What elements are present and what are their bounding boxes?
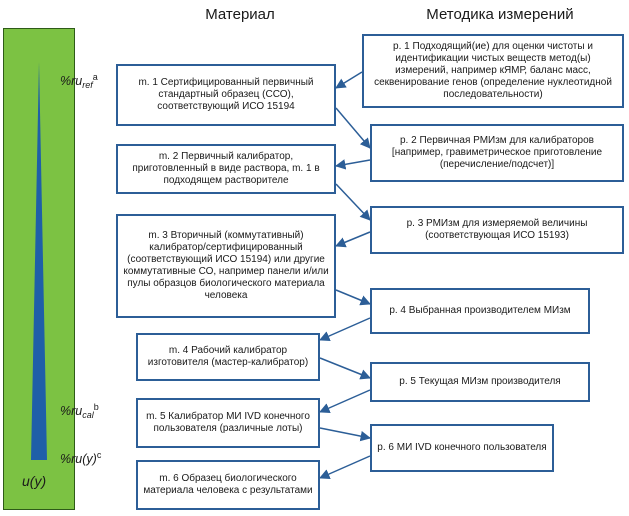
arrow-p2-m2	[334, 159, 371, 170]
arrow-m4-p5	[319, 357, 371, 380]
ru-y-label: %ru(y)c	[60, 450, 102, 466]
arrow-m3-p4	[335, 289, 371, 306]
arrow-p4-m4	[319, 317, 371, 341]
method-box-p4: p. 4 Выбранная производителем МИзм	[370, 288, 590, 334]
method-header: Методика измерений	[426, 6, 574, 23]
arrow-p1-m1	[335, 71, 363, 89]
method-box-p5: p. 5 Текущая МИзм производителя	[370, 362, 590, 402]
arrow-p3-m3	[335, 231, 371, 248]
method-box-p1: p. 1 Подходящий(ие) для оценки чистоты и…	[362, 34, 624, 108]
arrow-p5-m5	[319, 389, 371, 413]
material-box-m1: m. 1 Сертифицированный первичный стандар…	[116, 64, 336, 126]
arrow-m2-p3	[335, 183, 371, 221]
method-box-p2: p. 2 Первичная РМИзм для калибраторов [н…	[370, 124, 624, 182]
material-header: Материал	[205, 6, 275, 23]
material-box-m2: m. 2 Первичный калибратор, приготовленны…	[116, 144, 336, 194]
material-box-m3: m. 3 Вторичный (коммутативный) калибрато…	[116, 214, 336, 318]
uncertainty-bar	[3, 28, 75, 510]
arrow-m5-p6	[319, 427, 372, 442]
method-box-p6: p. 6 МИ IVD конечного пользователя	[370, 424, 554, 472]
arrow-m1-p2	[335, 107, 371, 149]
material-box-m5: m. 5 Калибратор МИ IVD конечного пользов…	[136, 398, 320, 448]
ru-ref-label: %rurefa	[60, 72, 98, 90]
material-box-m4: m. 4 Рабочий калибратор изготовителя (ма…	[136, 333, 320, 381]
arrow-p6-m6	[319, 455, 371, 479]
material-box-m6: m. 6 Образец биологического материала че…	[136, 460, 320, 510]
method-box-p3: p. 3 РМИзм для измеряемой величины (соот…	[370, 206, 624, 254]
ru-cal-label: %rucalb	[60, 402, 99, 420]
u-y-label: u(y)	[22, 473, 47, 489]
